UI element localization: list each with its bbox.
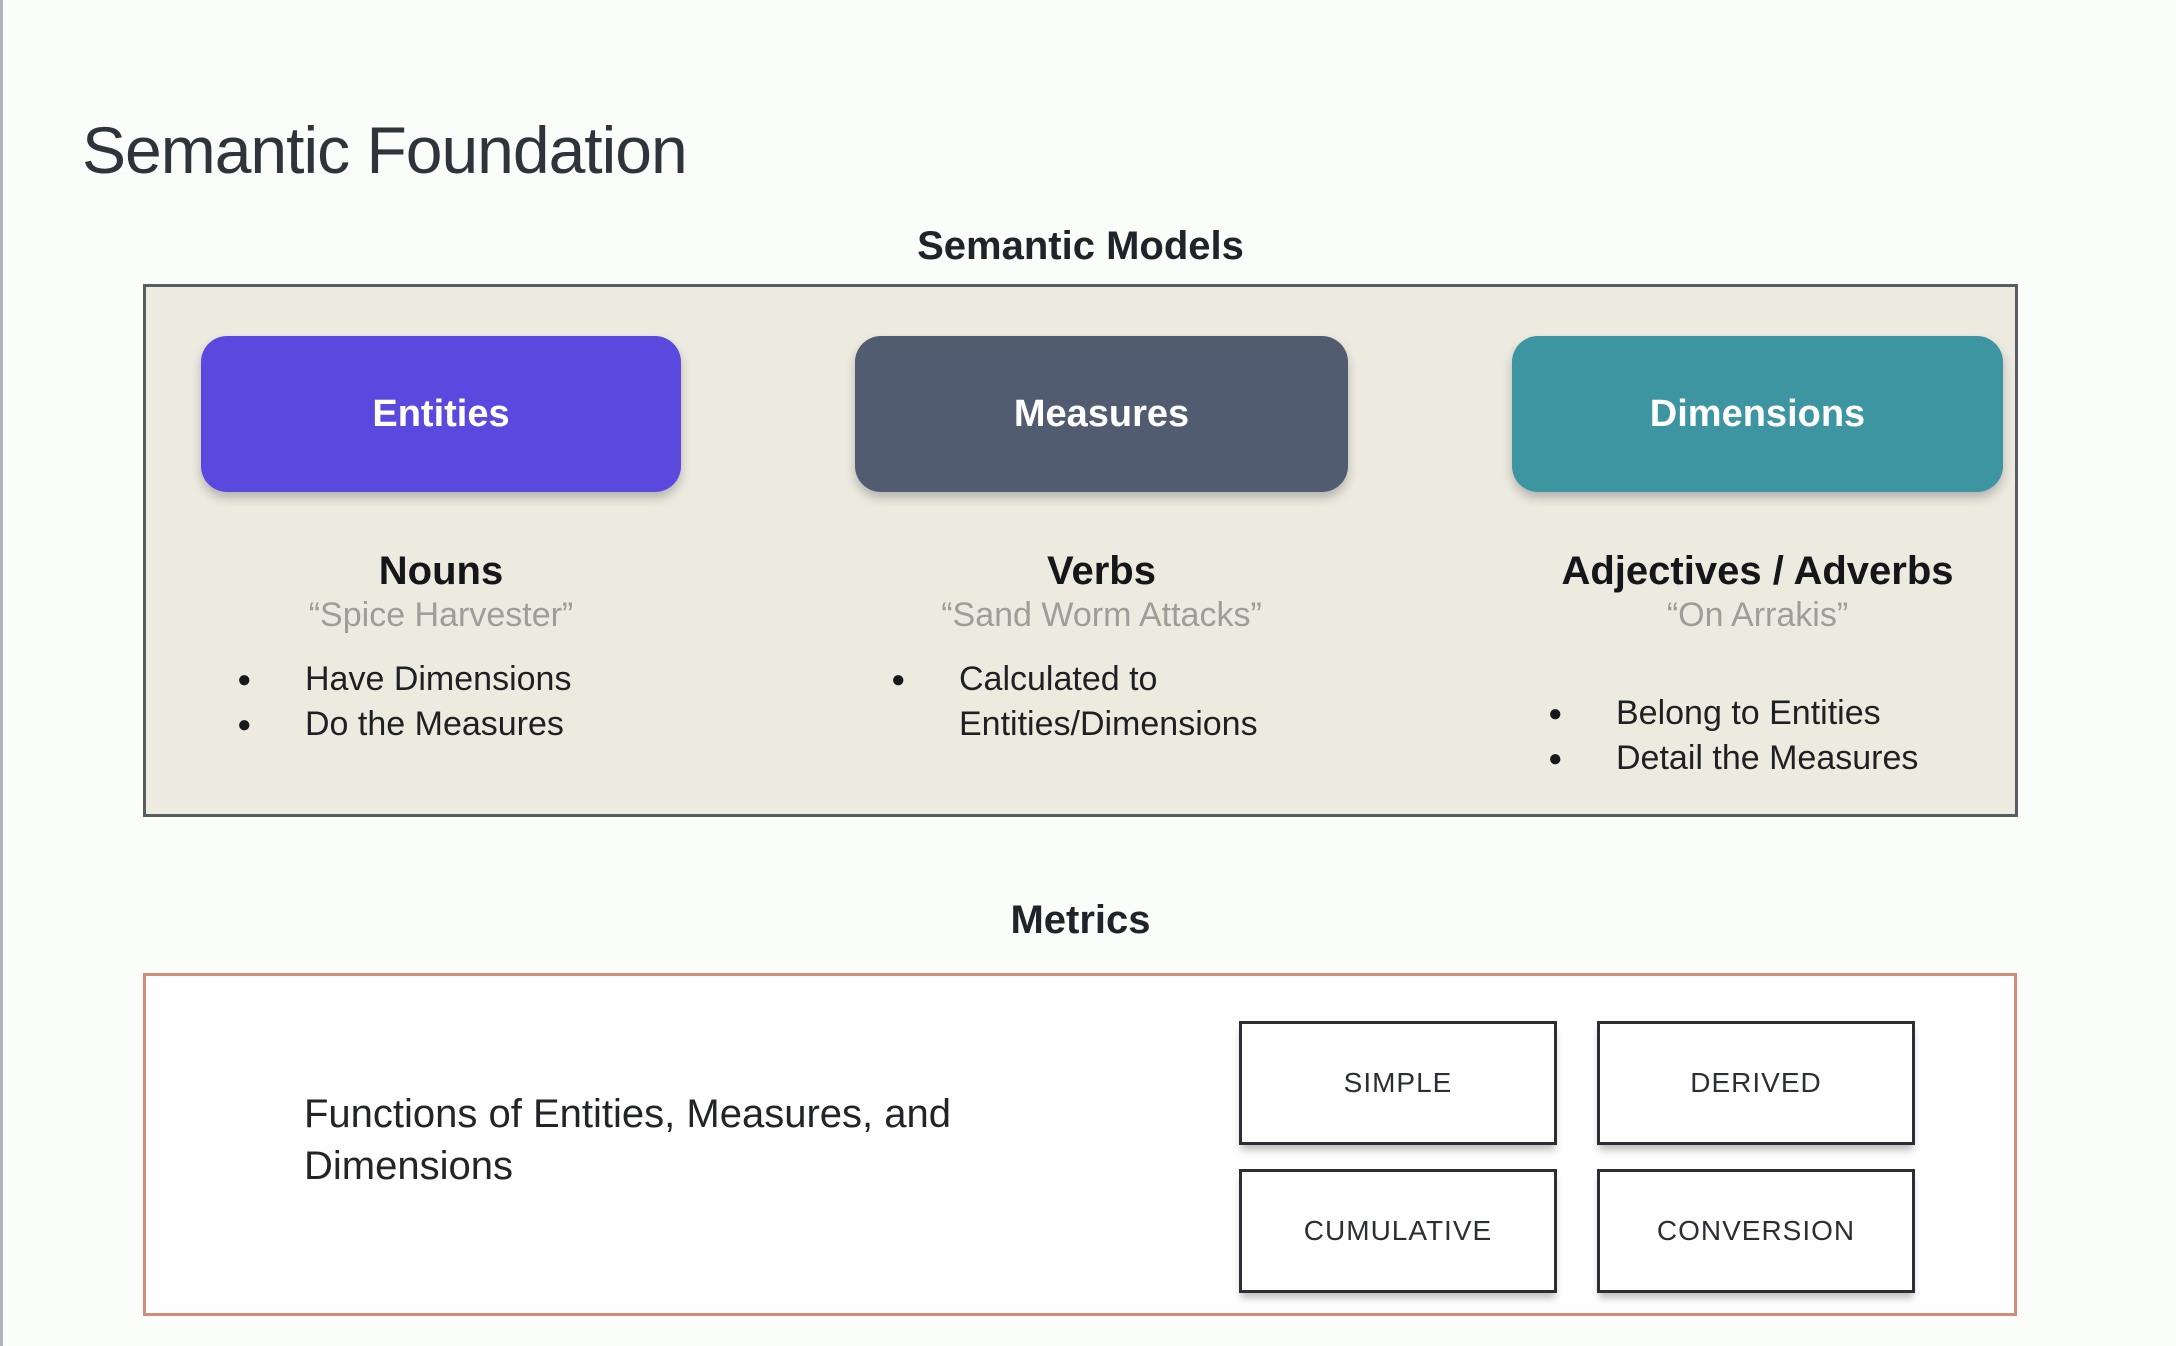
dimensions-pill: Dimensions xyxy=(1512,336,2003,492)
entities-pill: Entities xyxy=(201,336,681,492)
bullet-item: Detail the Measures xyxy=(1512,736,2003,781)
entities-example-label: “Spice Harvester” xyxy=(308,596,574,634)
entities-role-label: Nouns xyxy=(378,549,504,593)
bullet-item: Calculated to Entities/Dimensions xyxy=(855,657,1348,747)
semantic-models-heading: Semantic Models xyxy=(917,224,1244,268)
measures-pill: Measures xyxy=(855,336,1348,492)
bullet-item: Belong to Entities xyxy=(1512,691,2003,736)
window-edge-line xyxy=(0,0,3,1346)
bullet-dot-icon xyxy=(1548,736,1616,781)
metric-type-derived: DERIVED xyxy=(1597,1021,1915,1145)
metric-type-cumulative: CUMULATIVE xyxy=(1239,1169,1557,1293)
entities-bullet-list: Have Dimensions Do the Measures xyxy=(201,657,681,747)
bullet-item: Have Dimensions xyxy=(201,657,681,702)
bullet-dot-icon xyxy=(1548,691,1616,736)
column-entities: Entities Nouns “Spice Harvester” Have Di… xyxy=(201,336,681,747)
metrics-panel: Functions of Entities, Measures, and Dim… xyxy=(143,973,2017,1316)
slide-title: Semantic Foundation xyxy=(82,113,688,188)
measures-bullet-list: Calculated to Entities/Dimensions xyxy=(855,657,1348,747)
metric-type-simple: SIMPLE xyxy=(1239,1021,1557,1145)
dimensions-example-label: “On Arrakis” xyxy=(1666,596,1849,634)
bullet-item: Do the Measures xyxy=(201,702,681,747)
bullet-dot-icon xyxy=(237,702,305,747)
dimensions-bullet-list: Belong to Entities Detail the Measures xyxy=(1512,691,2003,781)
dimensions-role-label: Adjectives / Adverbs xyxy=(1561,549,1954,593)
metrics-heading: Metrics xyxy=(1010,898,1151,942)
column-dimensions: Dimensions Adjectives / Adverbs “On Arra… xyxy=(1512,336,2003,781)
metrics-description: Functions of Entities, Measures, and Dim… xyxy=(304,1092,951,1188)
measures-example-label: “Sand Worm Attacks” xyxy=(941,596,1262,634)
measures-role-label: Verbs xyxy=(1047,549,1156,593)
metric-type-conversion: CONVERSION xyxy=(1597,1169,1915,1293)
bullet-dot-icon xyxy=(891,657,959,702)
bullet-dot-icon xyxy=(237,657,305,702)
column-measures: Measures Verbs “Sand Worm Attacks” Calcu… xyxy=(855,336,1348,747)
semantic-models-panel: Entities Nouns “Spice Harvester” Have Di… xyxy=(143,284,2018,817)
